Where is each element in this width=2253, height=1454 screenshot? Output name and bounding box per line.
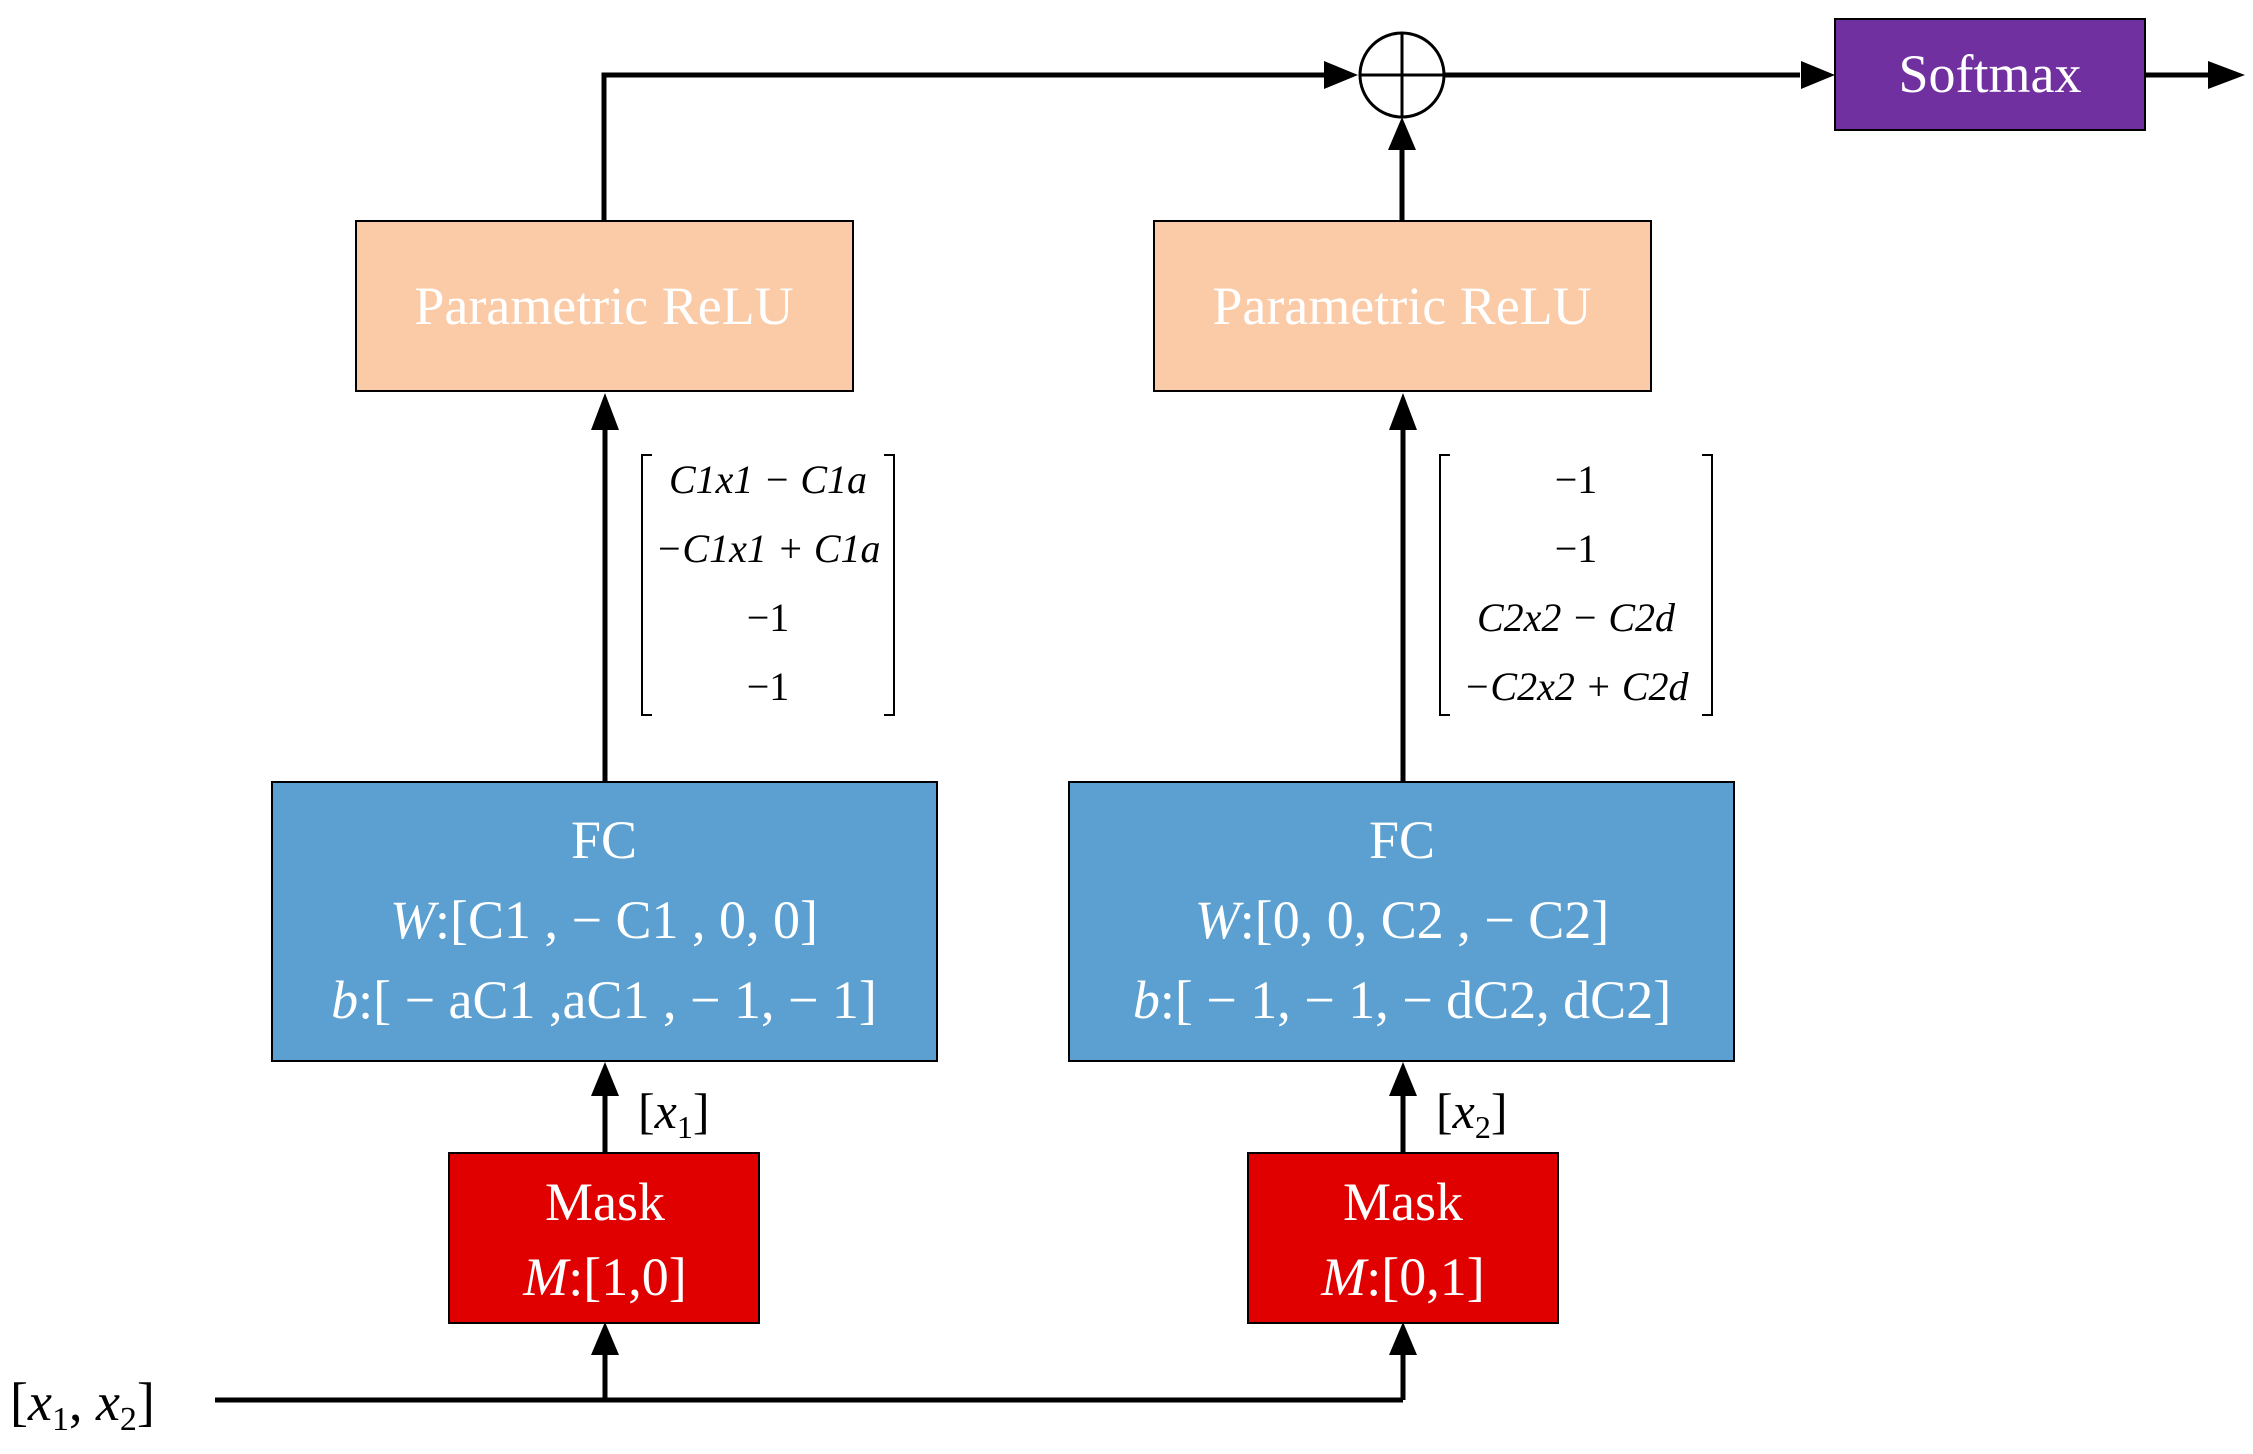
fc-box-2 xyxy=(1068,781,1735,1062)
mask-m-2: M:[0,1] xyxy=(1320,1247,1484,1307)
arrow-relu-sum-1 xyxy=(1324,61,1358,89)
softmax-box xyxy=(1834,18,2146,131)
relu-label-1: Parametric ReLU xyxy=(414,276,793,336)
arrow-input-mask-1 xyxy=(591,1322,619,1355)
fc-output-vector-2: −1 −1 C2x2 − C2d −C2x2 + C2d xyxy=(1439,454,1713,716)
relu-box-2 xyxy=(1153,220,1652,392)
fc-bias-1: b:[ − aC1 ,aC1 , − 1, − 1] xyxy=(331,970,877,1030)
fc-bias-2: b:[ − 1, − 1, − dC2, dC2] xyxy=(1133,970,1671,1030)
arrow-mask-fc-1 xyxy=(591,1062,619,1096)
fc-title-2: FC xyxy=(1369,810,1435,870)
arrow-fc-relu-1 xyxy=(591,393,619,430)
fc-weights-2: W:[0, 0, C2 , − C2] xyxy=(1195,890,1609,950)
arrow-softmax-output xyxy=(2208,61,2245,89)
vector-entry: −C2x2 + C2d xyxy=(1463,664,1689,709)
vector-entry: −C1x1 + C1a xyxy=(655,526,880,571)
fc-title-1: FC xyxy=(571,810,637,870)
mask-output-2: [x2] xyxy=(1436,1083,1508,1145)
fc-box-1 xyxy=(271,781,938,1062)
vector-entry: C2x2 − C2d xyxy=(1477,595,1676,640)
sum-node-icon xyxy=(1358,31,1446,119)
mask-title-1: Mask xyxy=(545,1172,665,1232)
arrow-fc-relu-2 xyxy=(1389,393,1417,430)
fc-output-vector-1: C1x1 − C1a −C1x1 + C1a −1 −1 xyxy=(641,454,895,716)
mask-m-1: M:[1,0] xyxy=(522,1247,686,1307)
arrow-sum-softmax xyxy=(1801,61,1835,89)
input-label: [x1, x2] xyxy=(10,1372,155,1438)
softmax-label: Softmax xyxy=(1899,44,2082,104)
relu-label-2: Parametric ReLU xyxy=(1212,276,1591,336)
arrow-input-mask-2 xyxy=(1389,1322,1417,1355)
vector-entry: C1x1 − C1a xyxy=(669,457,867,502)
mask-box-1 xyxy=(448,1152,760,1324)
arrow-relu-sum-2 xyxy=(1388,117,1416,150)
connector-relu-sum-1 xyxy=(601,72,1327,221)
vector-entry: −1 xyxy=(1555,526,1598,571)
mask-output-1: [x1] xyxy=(638,1083,710,1145)
mask-title-2: Mask xyxy=(1343,1172,1463,1232)
fc-weights-1: W:[C1 , − C1 , 0, 0] xyxy=(390,890,818,950)
vector-entry: −1 xyxy=(1555,457,1598,502)
arrow-mask-fc-2 xyxy=(1389,1062,1417,1096)
vector-entry: −1 xyxy=(747,664,790,709)
vector-entry: −1 xyxy=(747,595,790,640)
